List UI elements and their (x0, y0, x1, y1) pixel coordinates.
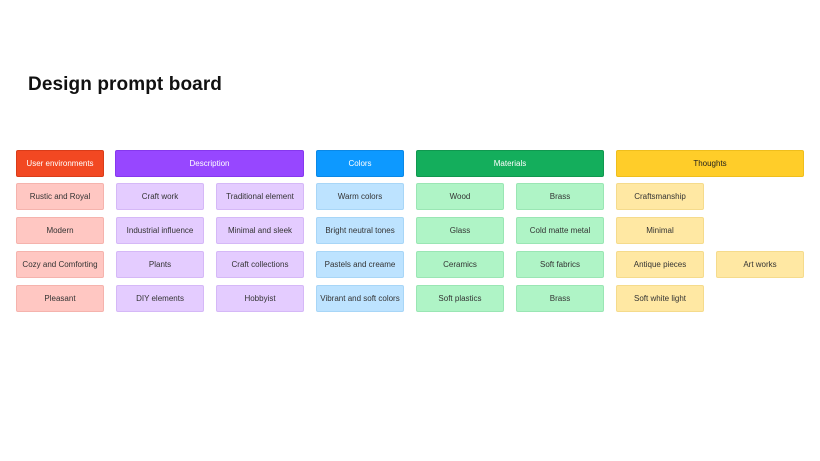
sticky-note-color[interactable]: Pastels and creame (316, 251, 404, 278)
sticky-note-color[interactable]: Bright neutral tones (316, 217, 404, 244)
sticky-note-color[interactable]: Warm colors (316, 183, 404, 210)
sticky-note-thought[interactable]: Antique pieces (616, 251, 704, 278)
sticky-note-user-environment[interactable]: Rustic and Royal (16, 183, 104, 210)
sticky-note-description[interactable]: Craft collections (216, 251, 304, 278)
sticky-note-color[interactable]: Vibrant and soft colors (316, 285, 404, 312)
sticky-note-description[interactable]: Craft work (116, 183, 204, 210)
sticky-note-material[interactable]: Ceramics (416, 251, 504, 278)
sticky-note-material[interactable]: Brass (516, 183, 604, 210)
sticky-note-material[interactable]: Cold matte metal (516, 217, 604, 244)
sticky-note-thought[interactable]: Craftsmanship (616, 183, 704, 210)
sticky-note-thought[interactable]: Art works (716, 251, 804, 278)
sticky-note-material[interactable]: Soft fabrics (516, 251, 604, 278)
sticky-note-description[interactable]: Industrial influence (116, 217, 204, 244)
sticky-note-description[interactable]: Plants (116, 251, 204, 278)
sticky-note-thought[interactable]: Minimal (616, 217, 704, 244)
sticky-note-user-environment[interactable]: Pleasant (16, 285, 104, 312)
section-header-thoughts[interactable]: Thoughts (616, 150, 804, 177)
section-header-description[interactable]: Description (115, 150, 304, 177)
board-title: Design prompt board (28, 74, 223, 95)
sticky-note-description[interactable]: DIY elements (116, 285, 204, 312)
sticky-note-material[interactable]: Brass (516, 285, 604, 312)
sticky-note-material[interactable]: Glass (416, 217, 504, 244)
sticky-note-description[interactable]: Traditional element (216, 183, 304, 210)
sticky-note-description[interactable]: Minimal and sleek (216, 217, 304, 244)
sticky-note-material[interactable]: Wood (416, 183, 504, 210)
sticky-note-thought[interactable]: Soft white light (616, 285, 704, 312)
sticky-note-material[interactable]: Soft plastics (416, 285, 504, 312)
section-header-colors[interactable]: Colors (316, 150, 404, 177)
section-header-user-environments[interactable]: User environments (16, 150, 104, 177)
sticky-note-user-environment[interactable]: Modern (16, 217, 104, 244)
section-header-materials[interactable]: Materials (416, 150, 604, 177)
sticky-note-user-environment[interactable]: Cozy and Comforting (16, 251, 104, 278)
sticky-note-description[interactable]: Hobbyist (216, 285, 304, 312)
